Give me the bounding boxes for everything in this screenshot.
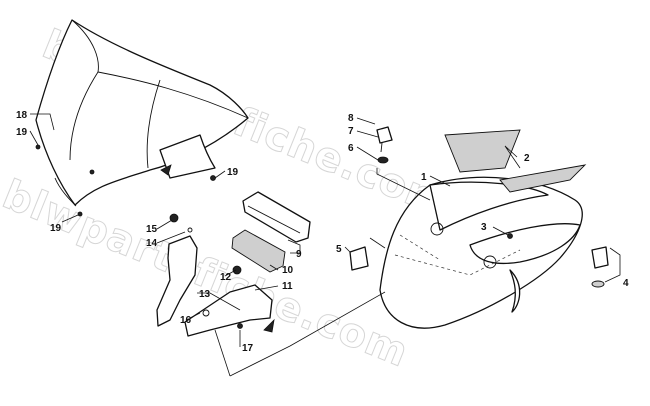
callout-14: 14 (146, 238, 158, 249)
callout-18: 18 (16, 110, 28, 121)
callout-6: 6 (348, 143, 354, 154)
callout-1: 1 (421, 172, 427, 183)
callout-7: 7 (348, 126, 354, 137)
callout-19-bottom: 19 (50, 223, 62, 234)
leader-lines (29, 113, 621, 377)
callout-13: 13 (199, 289, 211, 300)
callout-8: 8 (348, 113, 354, 124)
callout-15: 15 (146, 224, 158, 235)
callout-4: 4 (623, 278, 629, 289)
callout-19-left: 19 (16, 127, 28, 138)
callout-16: 16 (180, 315, 192, 326)
hood (379, 129, 587, 329)
callout-19-right: 19 (227, 167, 239, 178)
windshield (35, 19, 249, 217)
hardware (349, 126, 609, 288)
callout-2: 2 (524, 153, 530, 164)
callout-11: 11 (282, 281, 293, 292)
callout-9: 9 (296, 249, 302, 260)
callout-17: 17 (242, 343, 254, 354)
callout-3: 3 (481, 222, 487, 233)
callout-10: 10 (282, 265, 294, 276)
gauge-bracket-assembly (156, 191, 311, 337)
callouts: 1 2 3 4 5 6 7 8 9 10 11 12 13 14 15 16 1… (16, 110, 629, 354)
callout-5: 5 (336, 244, 342, 255)
callout-12: 12 (220, 272, 232, 283)
watermark-bottom: blwpartsfiche.com (0, 172, 415, 377)
